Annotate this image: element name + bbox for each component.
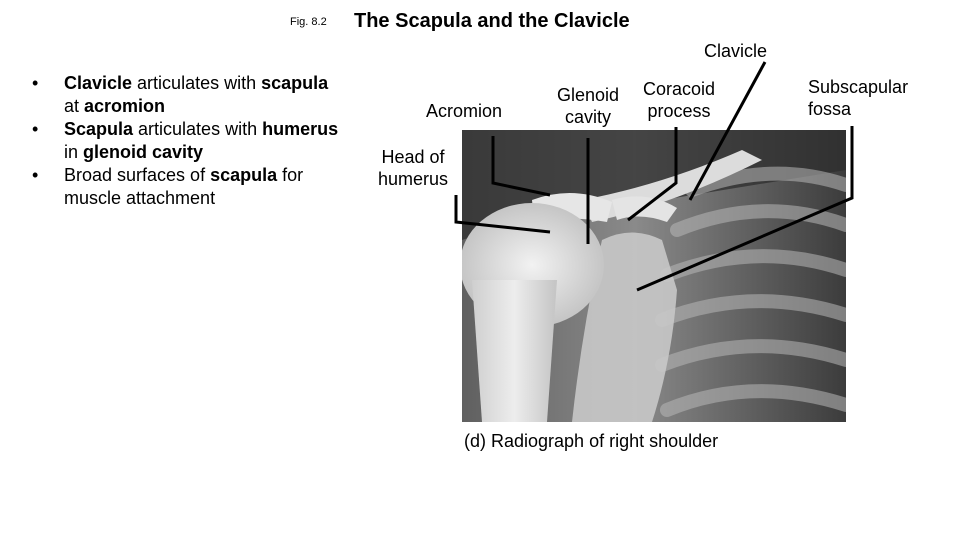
bullet-run: articulates with xyxy=(132,73,262,93)
acromion-label: Acromion xyxy=(426,101,503,121)
bullet-run: Broad surfaces of xyxy=(64,165,211,185)
subscapular-leader xyxy=(636,126,854,292)
bold-term: Clavicle xyxy=(64,73,133,93)
bold-term: scapula xyxy=(210,165,278,185)
subscapular-fossa-label: Subscapular fossa xyxy=(808,76,908,120)
slide-title: The Scapula and the Clavicle xyxy=(354,10,630,32)
head-of-humerus-leader xyxy=(454,195,551,234)
clavicle-label: Clavicle xyxy=(704,41,768,61)
coracoid-process-label: Coracoid process xyxy=(636,78,722,122)
head-of-humerus-label: Head of humerus xyxy=(378,146,448,190)
bullet-text: Broad surfaces of scapula for muscle att… xyxy=(64,165,303,208)
label-line: Subscapular xyxy=(808,77,909,97)
bullet-text: Scapula articulates with humerus in glen… xyxy=(64,119,338,162)
bullet-run: articulates with xyxy=(133,119,263,139)
bold-term: Scapula xyxy=(64,119,134,139)
acromion-leader xyxy=(491,136,551,197)
bullet-text: Clavicle articulates with scapula at acr… xyxy=(64,73,328,116)
bullet-run: for muscle attachment xyxy=(64,165,304,208)
label-line: Coracoid xyxy=(642,79,716,99)
bold-term: glenoid cavity xyxy=(83,142,204,162)
label-line: Glenoid xyxy=(556,85,620,105)
glenoid-cavity-label: Glenoid cavity xyxy=(546,84,630,128)
label-line: humerus xyxy=(378,169,449,189)
bullet-item-3: Broad surfaces of scapula for muscle att… xyxy=(28,164,348,210)
bullet-run: at xyxy=(64,96,85,116)
shoulder-radiograph xyxy=(462,130,846,422)
clavicle-leader xyxy=(688,61,767,201)
label-line: cavity xyxy=(564,107,611,127)
figure-caption: (d) Radiograph of right shoulder xyxy=(464,431,719,451)
bullet-item-2: Scapula articulates with humerus in glen… xyxy=(28,118,348,164)
bullet-item-1: Clavicle articulates with scapula at acr… xyxy=(28,72,348,118)
bold-term: humerus xyxy=(262,119,339,139)
label-line: Head of xyxy=(381,147,445,167)
coracoid-leader xyxy=(627,127,678,222)
bullet-run: in xyxy=(64,142,84,162)
label-line: process xyxy=(647,101,711,121)
bold-term: acromion xyxy=(84,96,166,116)
figure-number: Fig. 8.2 xyxy=(290,16,327,28)
bold-term: scapula xyxy=(261,73,329,93)
bullet-list: Clavicle articulates with scapula at acr… xyxy=(28,72,348,210)
label-line: fossa xyxy=(808,99,852,119)
